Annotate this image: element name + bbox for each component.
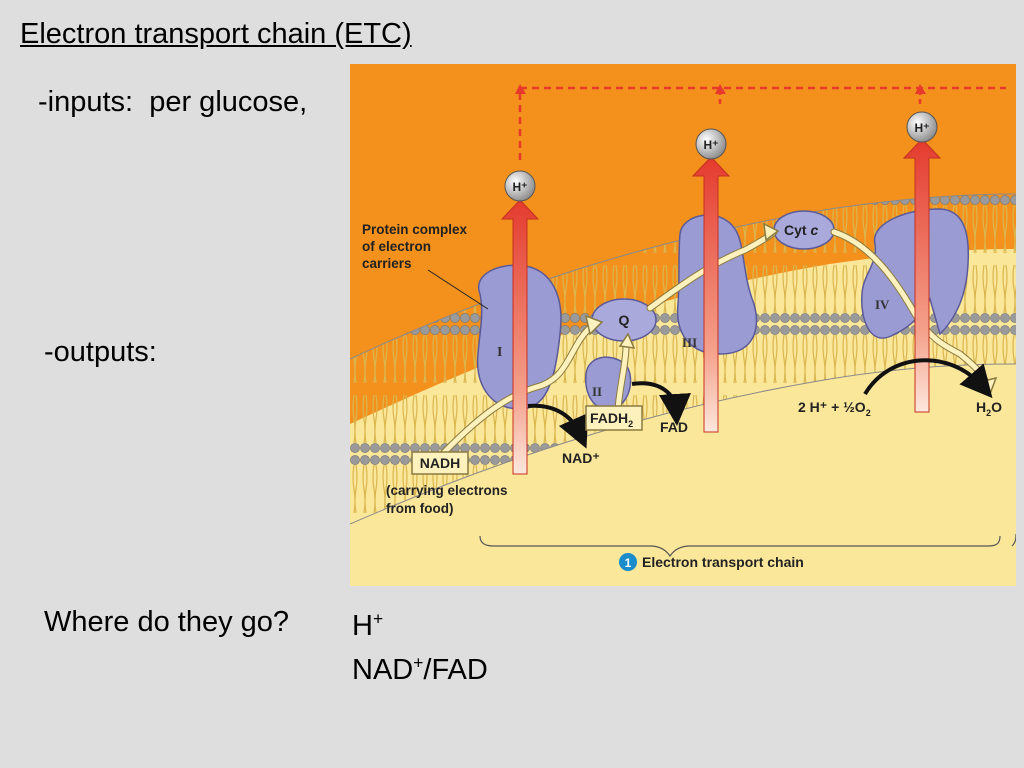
answer-nad-fad: NAD+/FAD <box>352 654 488 687</box>
answer-proton-text: H <box>352 610 373 642</box>
nadh-note-line-1: (carrying electrons <box>386 483 508 498</box>
inputs-line: -inputs: per glucose, <box>38 86 308 118</box>
etc-diagram: I II III IV Q Cyt c H⁺ H⁺ <box>350 64 1016 586</box>
electron-arrowhead-to-q <box>584 314 604 336</box>
oxygen-subscript: 2 <box>866 408 871 418</box>
nadh-label: NADH <box>420 455 460 471</box>
dashed-arrowhead-3 <box>915 84 926 94</box>
nad-conversion-arrow <box>527 403 589 449</box>
etc-diagram-svg: I II III IV Q Cyt c H⁺ H⁺ <box>350 64 1016 586</box>
slide-title: Electron transport chain (ETC) <box>20 18 412 50</box>
cyt-label-text: Cyt <box>784 222 807 238</box>
fad-conversion-arrow <box>631 381 691 426</box>
outputs-line: -outputs: <box>44 336 157 368</box>
answer-nad-text: NAD <box>352 654 414 686</box>
oxygen-eq-text: 2 H⁺ + ½O <box>798 399 866 415</box>
fadh2-text: FADH <box>590 410 628 426</box>
protein-complex-line-1: Protein complex <box>362 222 468 237</box>
water-text: H <box>976 399 986 415</box>
oxygen-equation: 2 H⁺ + ½O2 <box>798 399 871 418</box>
proton-label-1: H⁺ <box>513 180 528 194</box>
membrane-outer-edge <box>350 193 1016 360</box>
fadh2-label: FADH2 <box>590 410 633 429</box>
fadh2-subscript: 2 <box>628 419 633 429</box>
proton-arrow-i <box>500 199 540 475</box>
protein-complex-leader <box>427 269 489 310</box>
cyt-label-c: c <box>810 222 818 238</box>
step-number: 1 <box>625 556 632 570</box>
electron-arrowhead-to-cyt <box>763 222 780 242</box>
answer-proton: H+ <box>352 610 383 643</box>
answer-proton-charge: + <box>372 608 384 629</box>
electron-arrowhead-fadh2 <box>618 332 636 349</box>
proton-arrow-iii <box>691 156 731 433</box>
answer-fad-text: /FAD <box>423 654 488 686</box>
water-tail: O <box>991 399 1002 415</box>
proton-arrow-iv <box>902 138 942 413</box>
cyt-label: Cyt c <box>784 222 818 238</box>
etc-bracket <box>479 535 1001 558</box>
fad-label: FAD <box>660 419 688 435</box>
proton-ball-1: H⁺ <box>504 170 536 202</box>
protein-complex-line-2: of electron <box>362 239 431 254</box>
proton-label-3: H⁺ <box>915 121 930 135</box>
proton-pump-arrows <box>500 138 942 475</box>
water-subscript: 2 <box>986 408 991 418</box>
fadh2-box <box>585 405 643 431</box>
etc-caption: Electron transport chain <box>642 554 804 570</box>
nad-plus-label: NAD⁺ <box>562 450 600 466</box>
complex-iii-label: III <box>682 335 697 350</box>
complex-i-label: I <box>497 345 502 360</box>
complex-iv-label: IV <box>875 297 890 312</box>
q-label: Q <box>619 312 630 328</box>
protein-complex-line-3: carriers <box>362 256 412 271</box>
next-bracket-fragment <box>1011 533 1016 547</box>
dashed-arrowhead-2 <box>715 84 726 94</box>
nadh-note-line-2: from food) <box>386 501 453 516</box>
water-formation-arrow <box>863 358 993 399</box>
proton-ball-2: H⁺ <box>695 128 727 160</box>
question-line: Where do they go? <box>44 606 290 638</box>
proton-label-2: H⁺ <box>704 138 719 152</box>
water-label: H2O <box>976 399 1002 418</box>
nadh-box <box>411 451 469 475</box>
complex-ii-label: II <box>592 384 602 399</box>
answer-nad-charge: + <box>413 652 424 673</box>
dashed-arrowhead-1 <box>515 84 526 94</box>
step-number-badge <box>619 553 637 571</box>
protein-complex-label: Protein complex of electron carriers <box>362 222 489 310</box>
proton-ball-3: H⁺ <box>906 111 938 143</box>
